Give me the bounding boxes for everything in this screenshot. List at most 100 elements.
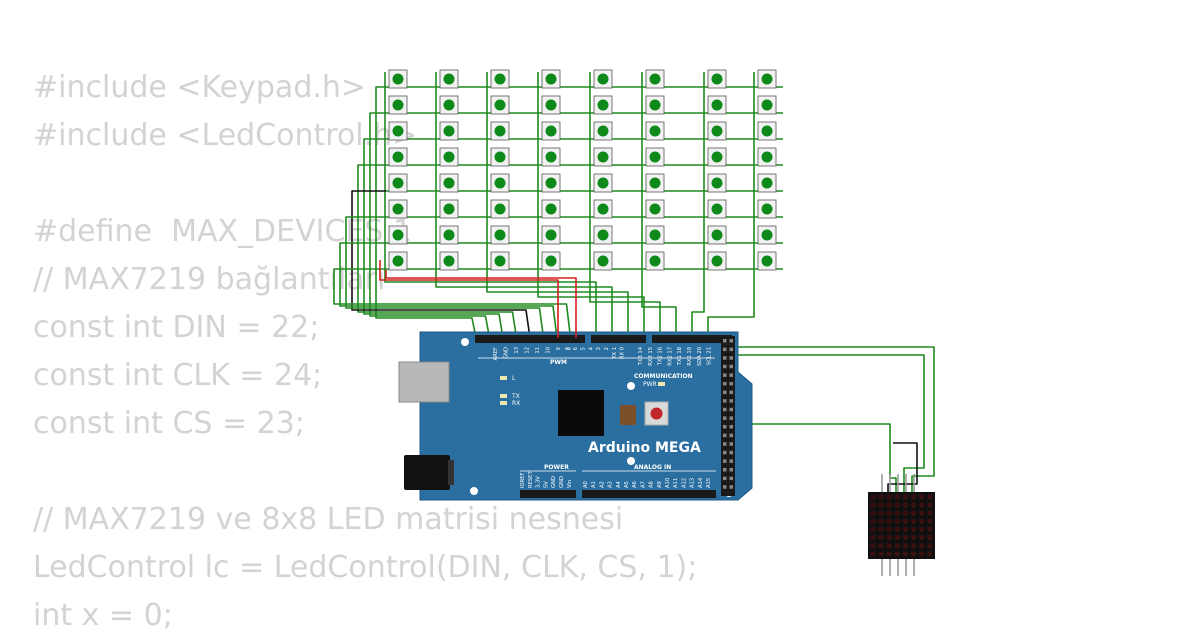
keypad-button[interactable] <box>439 225 459 245</box>
keypad-button[interactable] <box>490 199 510 219</box>
pin-label: 5 <box>581 347 587 350</box>
keypad-button[interactable] <box>541 199 561 219</box>
matrix-led <box>919 518 925 524</box>
keypad-button[interactable] <box>757 69 777 89</box>
keypad-button[interactable] <box>645 69 665 89</box>
keypad-button[interactable] <box>541 69 561 89</box>
keypad-button[interactable] <box>388 199 408 219</box>
keypad-button[interactable] <box>645 147 665 167</box>
keypad-button[interactable] <box>645 251 665 271</box>
button-cap <box>392 151 404 163</box>
keypad-button[interactable] <box>593 173 613 193</box>
matrix-led <box>927 502 933 508</box>
button-cap <box>649 125 661 137</box>
keypad-button[interactable] <box>707 121 727 141</box>
keypad-button[interactable] <box>593 147 613 167</box>
keypad-button[interactable] <box>593 225 613 245</box>
keypad-button[interactable] <box>439 121 459 141</box>
keypad-button[interactable] <box>388 95 408 115</box>
keypad-button[interactable] <box>388 173 408 193</box>
keypad-button[interactable] <box>439 95 459 115</box>
keypad-button[interactable] <box>757 225 777 245</box>
header-pin <box>729 485 733 489</box>
matrix-led <box>927 510 933 516</box>
keypad-button[interactable] <box>593 199 613 219</box>
keypad-button[interactable] <box>757 95 777 115</box>
keypad-button[interactable] <box>707 173 727 193</box>
keypad-button[interactable] <box>645 225 665 245</box>
pin-label: 12 <box>525 347 531 354</box>
keypad-button[interactable] <box>541 95 561 115</box>
keypad-button[interactable] <box>707 69 727 89</box>
arduino-mega-board[interactable]: PWM COMMUNICATION L TX RX PWR Arduino ME… <box>398 331 753 501</box>
button-cap <box>392 125 404 137</box>
matrix-dots <box>870 494 933 557</box>
matrix-led <box>894 510 900 516</box>
button-cap <box>545 229 557 241</box>
keypad-button[interactable] <box>388 147 408 167</box>
keypad-button[interactable] <box>490 147 510 167</box>
wire <box>375 86 477 339</box>
keypad-button[interactable] <box>757 147 777 167</box>
pin-label: SCL 21 <box>707 347 713 365</box>
pin-label: A9 <box>657 481 663 488</box>
pin-label: A5 <box>624 481 630 488</box>
keypad-button[interactable] <box>757 121 777 141</box>
reset-button-cap[interactable] <box>650 407 663 420</box>
keypad-button[interactable] <box>707 147 727 167</box>
matrix-led <box>878 526 884 533</box>
keypad-button[interactable] <box>541 173 561 193</box>
keypad-button[interactable] <box>593 69 613 89</box>
keypad-button[interactable] <box>645 95 665 115</box>
keypad-button[interactable] <box>541 121 561 141</box>
keypad-button[interactable] <box>490 69 510 89</box>
header-digital-right <box>721 336 735 496</box>
keypad-button[interactable] <box>490 121 510 141</box>
icsp-header <box>620 405 636 425</box>
keypad-button[interactable] <box>593 251 613 271</box>
wire <box>641 262 677 338</box>
keypad-button[interactable] <box>490 225 510 245</box>
keypad-button[interactable] <box>541 147 561 167</box>
keypad-button[interactable] <box>439 251 459 271</box>
button-cap <box>392 255 404 267</box>
keypad-button[interactable] <box>707 95 727 115</box>
keypad-button[interactable] <box>757 199 777 219</box>
header-pin <box>723 373 727 377</box>
keypad-button[interactable] <box>645 121 665 141</box>
pin-label: A2 <box>599 481 605 488</box>
pin-label: A6 <box>632 481 638 488</box>
keypad-button[interactable] <box>388 251 408 271</box>
keypad-button[interactable] <box>439 173 459 193</box>
keypad-button[interactable] <box>388 225 408 245</box>
keypad-button[interactable] <box>645 173 665 193</box>
keypad-button[interactable] <box>439 147 459 167</box>
button-cap <box>597 125 609 137</box>
matrix-led <box>870 494 876 500</box>
matrix-led <box>870 543 876 549</box>
keypad-button[interactable] <box>388 121 408 141</box>
keypad-button[interactable] <box>757 173 777 193</box>
keypad-button[interactable] <box>707 251 727 271</box>
keypad-button[interactable] <box>439 199 459 219</box>
keypad-button-grid <box>388 69 777 271</box>
keypad-button[interactable] <box>439 69 459 89</box>
keypad-button[interactable] <box>541 225 561 245</box>
keypad-button[interactable] <box>707 225 727 245</box>
keypad-button[interactable] <box>593 95 613 115</box>
keypad-button[interactable] <box>593 121 613 141</box>
keypad-button[interactable] <box>645 199 665 219</box>
header-pin <box>729 390 733 395</box>
keypad-button[interactable] <box>490 95 510 115</box>
keypad-button[interactable] <box>541 251 561 271</box>
keypad-button[interactable] <box>707 199 727 219</box>
keypad-button[interactable] <box>757 251 777 271</box>
button-cap <box>494 229 506 241</box>
keypad-button[interactable] <box>490 251 510 271</box>
led-matrix-8x8[interactable] <box>868 474 935 576</box>
button-cap <box>443 99 455 111</box>
button-cap <box>597 99 609 111</box>
header-pin <box>729 476 733 481</box>
keypad-button[interactable] <box>388 69 408 89</box>
keypad-button[interactable] <box>490 173 510 193</box>
